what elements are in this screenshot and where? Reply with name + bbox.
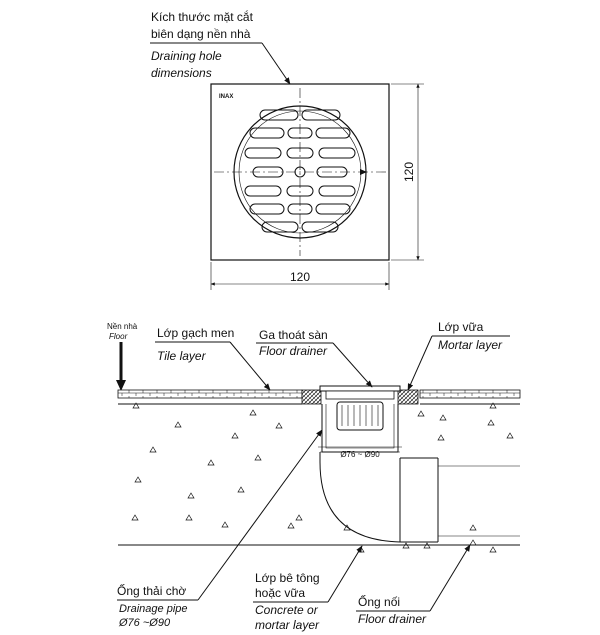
brand-mark: INAX — [219, 94, 233, 100]
drainer-rim — [325, 390, 395, 400]
drain-pipe-label-en: Drainage pipe — [119, 603, 188, 615]
mortar-label-en: Mortar layer — [438, 338, 503, 352]
slot — [315, 127, 351, 139]
slot — [318, 147, 356, 159]
concrete-label-en-2: mortar layer — [255, 618, 320, 632]
connector-label-en: Floor drainer — [358, 612, 427, 626]
top-label-vi-2: biên dạng nền nhà — [151, 27, 251, 41]
concrete-label-en-1: Concrete or — [255, 603, 319, 617]
elbow-outer — [319, 461, 401, 543]
slot — [316, 166, 348, 178]
tile-leader — [229, 341, 271, 391]
slot — [287, 203, 313, 215]
grate-hub — [294, 166, 306, 178]
drain-pipe-leader — [197, 429, 323, 601]
slot — [286, 185, 314, 197]
slot — [318, 185, 356, 197]
slot — [315, 203, 351, 215]
floor-arrow-icon — [116, 380, 126, 391]
drainer-grate — [319, 385, 401, 392]
connector-label-vi: Ống nối — [358, 594, 400, 609]
tile-label-vi: Lớp gạch men — [157, 326, 234, 340]
slot — [244, 185, 282, 197]
concrete-leader — [327, 545, 363, 603]
slot — [301, 109, 341, 121]
leader-arrow — [261, 42, 291, 85]
drainer-label-vi: Ga thoát sàn — [259, 328, 328, 342]
slot — [249, 203, 285, 215]
top-label-en-2: dimensions — [151, 66, 212, 80]
top-label-vi-1: Kích thước mặt cắt — [151, 9, 254, 24]
slot — [252, 166, 284, 178]
flow-arrow-icon — [360, 169, 367, 175]
top-label-en-1: Draining hole — [151, 49, 222, 63]
floor-label-vi: Nền nhà — [107, 322, 138, 331]
section-view: Nền nhà Floor — [107, 320, 521, 632]
drainer-leader — [332, 342, 373, 388]
connector-pipe — [319, 452, 520, 543]
width-dimension: 120 — [290, 270, 310, 284]
drainer-label-en: Floor drainer — [259, 344, 328, 358]
slot — [301, 221, 339, 233]
slot — [287, 127, 313, 139]
slot — [261, 221, 299, 233]
pipe-diameter-label: Ø76 ~ Ø90 — [340, 450, 380, 459]
top-view: Kích thước mặt cắt biên dạng nền nhà Dra… — [150, 9, 424, 290]
grate-slots — [244, 109, 356, 233]
mortar-label-vi: Lớp vữa — [438, 320, 484, 334]
floor-drainer-body: Ø76 ~ Ø90 — [318, 385, 402, 459]
floor-label-en: Floor — [109, 332, 128, 341]
mortar-block-right — [397, 389, 419, 405]
drain-pipe-label-vi: Ống thải chờ — [117, 583, 186, 598]
connector-leader — [429, 544, 471, 612]
concrete-label-vi-2: hoặc vữa — [255, 586, 305, 600]
concrete-label-vi-1: Lớp bê tông — [255, 571, 320, 585]
tile-label-en: Tile layer — [157, 349, 207, 363]
slot — [259, 109, 299, 121]
slot — [244, 147, 282, 159]
tile-layer-right — [419, 389, 521, 399]
slot — [249, 127, 285, 139]
drainer-housing-inner — [325, 404, 395, 449]
slot — [286, 147, 314, 159]
height-dimension: 120 — [402, 162, 416, 182]
mortar-leader — [407, 335, 433, 391]
drain-pipe-dim: Ø76 ~Ø90 — [118, 617, 171, 629]
mortar-block-left — [301, 389, 322, 405]
tile-layer-left — [117, 389, 303, 399]
